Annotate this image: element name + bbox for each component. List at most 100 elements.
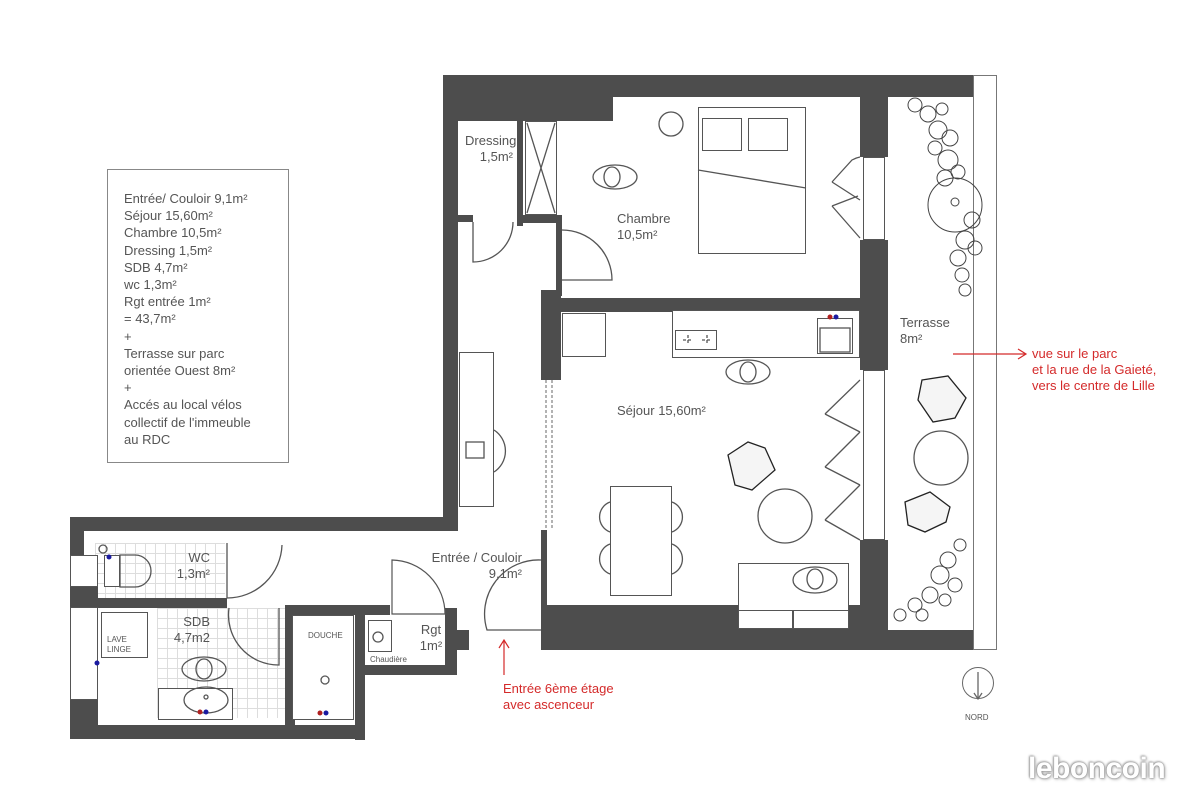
wc-door-swing [226, 543, 283, 599]
window [70, 555, 98, 587]
chaudiere [368, 620, 392, 652]
wall [860, 630, 975, 650]
room-label-wc: WC 1,3m² [172, 550, 210, 582]
wall [860, 75, 888, 157]
summary-line: wc 1,3m² [124, 277, 177, 293]
lave-linge [101, 612, 148, 658]
room-label-sejour: Séjour 15,60m² [617, 403, 706, 418]
summary-line: Accés au local vélos [124, 397, 242, 413]
room-label-terrasse: Terrasse 8m² [900, 315, 950, 347]
entrance-annotation: Entrée 6ème étage avec ascenceur [503, 681, 614, 713]
leboncoin-watermark: leboncoin [1028, 752, 1166, 785]
rgt-door-swing [391, 559, 446, 615]
annotation-line: vers le centre de Lille [1032, 378, 1155, 393]
annotation-line: Entrée 6ème étage [503, 681, 614, 696]
room-area: 1,3m² [176, 566, 210, 581]
room-name: SDB [183, 614, 210, 629]
room-area: 9,1m² [488, 566, 522, 581]
wall [70, 517, 458, 531]
room-area: 1,5m² [479, 149, 513, 164]
view-annotation: vue sur le parc et la rue de la Gaieté, … [1032, 346, 1156, 394]
room-label-chambre: Chambre 10,5m² [617, 211, 670, 243]
pillow [748, 118, 788, 151]
wall [541, 530, 547, 640]
surface-summary-box: Entrée/ Couloir 9,1m² Séjour 15,60m² Cha… [107, 169, 289, 463]
room-label-rgt: Rgt 1m² [418, 622, 444, 654]
shower [292, 615, 354, 720]
wall [860, 240, 888, 370]
sofa-cushion [793, 610, 849, 629]
wall [70, 700, 98, 739]
douche-label: DOUCHE [308, 631, 343, 640]
lave-linge-label: LAVE LINGE [107, 635, 131, 655]
wall [517, 121, 523, 226]
room-area: 10,5m² [617, 227, 658, 242]
wall [455, 630, 469, 650]
room-label-sdb: SDB 4,7m2 [168, 614, 210, 646]
room-area: 1m² [419, 638, 443, 653]
summary-line: au RDC [124, 431, 171, 447]
summary-total: = 43,7m² [124, 311, 176, 327]
dining-table [610, 486, 672, 596]
chaudiere-label: Chaudière [370, 655, 407, 664]
summary-line: SDB 4,7m² [124, 259, 188, 275]
fridge [562, 313, 606, 357]
wall [556, 221, 562, 296]
wall [541, 298, 871, 312]
summary-line: + [124, 328, 132, 344]
room-area: 8m² [900, 331, 923, 346]
summary-line: Rgt entrée 1m² [124, 294, 211, 310]
room-name: WC [188, 550, 210, 565]
dressing-door-swing [472, 221, 514, 263]
annotation-line: avec ascenceur [503, 697, 595, 712]
room-name: Chambre [617, 211, 671, 226]
wall [295, 725, 365, 739]
room-label-dressing: Dressing 1,5m² [465, 133, 517, 165]
summary-line: Séjour 15,60m² [124, 208, 213, 224]
wall [285, 608, 295, 738]
wall [365, 665, 455, 675]
wall [355, 605, 365, 740]
wall [70, 587, 98, 607]
room-name: Dressing [465, 133, 517, 148]
sofa-cushion [738, 610, 793, 629]
summary-line: Terrasse sur parc [124, 345, 225, 361]
window [70, 607, 98, 700]
wall [443, 75, 613, 121]
wall [445, 608, 457, 675]
terrace-railing [973, 75, 997, 650]
entrance-arrow [498, 638, 510, 675]
wall [541, 290, 561, 380]
wall [517, 215, 562, 223]
desk [459, 352, 494, 507]
wall [70, 725, 308, 739]
window [863, 370, 885, 540]
wall [443, 75, 458, 530]
view-arrow [953, 348, 1028, 360]
room-label-entree: Entrée / Couloir 9,1m² [422, 550, 522, 582]
annotation-line: et la rue de la Gaieté, [1032, 362, 1157, 377]
summary-line: Chambre 10,5m² [124, 225, 222, 241]
room-area: 4,7m2 [173, 630, 210, 645]
room-name: Terrasse [900, 315, 950, 330]
window [863, 157, 885, 240]
wall [458, 215, 473, 222]
summary-line: Entrée/ Couloir 9,1m² [124, 191, 248, 206]
pillow [702, 118, 742, 151]
room-name: Entrée / Couloir [431, 550, 522, 565]
entrance-door-swing [483, 559, 542, 631]
summary-line: orientée Ouest 8m² [124, 363, 236, 379]
label-line: LINGE [107, 645, 132, 654]
label-line: LAVE [107, 635, 127, 644]
wall [95, 598, 227, 608]
bedroom-door-swing [561, 229, 613, 281]
summary-line: Dressing 1,5m² [124, 242, 213, 258]
sdb-door-swing [227, 607, 280, 666]
room-name: Rgt [420, 622, 442, 637]
summary-line: + [124, 380, 132, 396]
annotation-line: vue sur le parc [1032, 346, 1118, 361]
summary-line: collectif de l'immeuble [124, 414, 251, 430]
wall [285, 605, 390, 615]
